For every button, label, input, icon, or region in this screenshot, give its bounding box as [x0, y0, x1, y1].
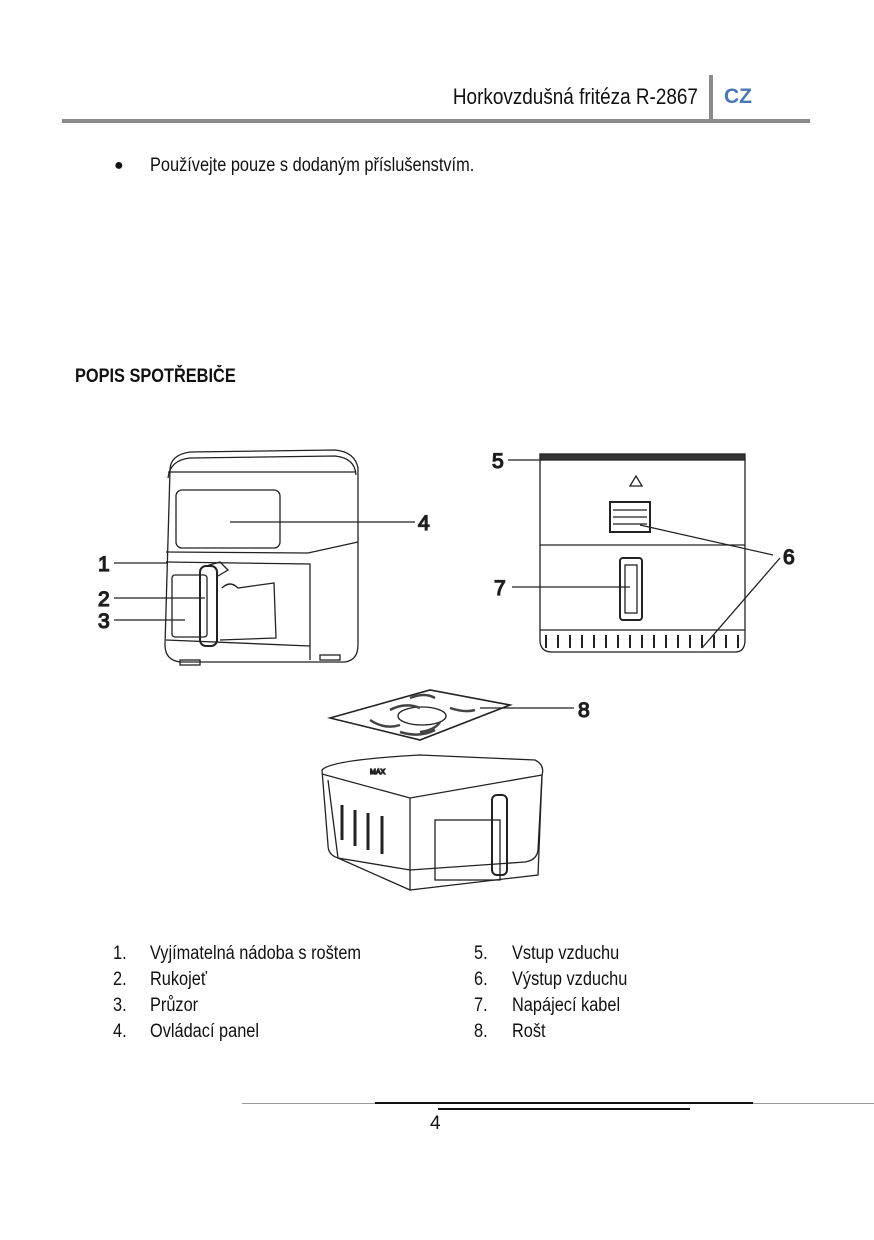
- callout-lines: [114, 459, 781, 709]
- item-label: Vstup vzduchu: [512, 943, 620, 964]
- document-header-title: Horkovzdušná fritéza R-2867: [413, 84, 698, 110]
- item-label: Napájecí kabel: [512, 995, 621, 1016]
- item-label: Ovládací panel: [150, 1021, 260, 1042]
- item-label: Rošt: [512, 1021, 546, 1042]
- max-mark: MAX: [370, 769, 386, 776]
- bullet-icon: ●: [114, 157, 124, 174]
- item-number: 4.: [113, 1021, 127, 1042]
- callout-6: 6: [783, 546, 795, 569]
- item-number: 3.: [113, 995, 127, 1016]
- item-number: 8.: [474, 1021, 488, 1042]
- page-number: 4: [430, 1113, 441, 1134]
- bullet-text: Používejte pouze s dodaným příslušenství…: [150, 155, 527, 177]
- section-heading: POPIS SPOTŘEBIČE: [75, 366, 262, 388]
- callout-3: 3: [98, 610, 110, 633]
- item-number: 5.: [474, 943, 488, 964]
- bullet-text-content: Používejte pouze s dodaným příslušenství…: [150, 155, 475, 176]
- callout-2: 2: [98, 588, 110, 611]
- item-label: Vyjímatelná nádoba s roštem: [150, 943, 362, 964]
- section-heading-text: POPIS SPOTŘEBIČE: [75, 366, 236, 387]
- fryer-back-illustration: [539, 453, 746, 653]
- callout-8: 8: [578, 699, 590, 722]
- item-number: 7.: [474, 995, 488, 1016]
- basket-illustration: MAX: [321, 754, 544, 891]
- callout-4: 4: [418, 512, 430, 535]
- item-label: Průzor: [150, 995, 199, 1016]
- item-number: 1.: [113, 943, 127, 964]
- language-code: CZ: [724, 85, 752, 108]
- item-label: Rukojeť: [150, 969, 208, 990]
- fryer-front-illustration: [164, 449, 359, 666]
- callout-5: 5: [492, 450, 504, 473]
- header-title-text: Horkovzdušná fritéza R-2867: [452, 84, 698, 109]
- rack-illustration: [326, 689, 513, 741]
- footer-rule: [438, 1108, 690, 1110]
- footer-rule: [375, 1102, 753, 1104]
- callout-1: 1: [98, 553, 110, 576]
- item-number: 2.: [113, 969, 127, 990]
- header-divider: [709, 75, 713, 121]
- item-number: 6.: [474, 969, 488, 990]
- callout-7: 7: [494, 577, 506, 600]
- appliance-diagram: MAX 1 2 3 4 5 6 7 8: [97, 449, 795, 891]
- item-label: Výstup vzduchu: [512, 969, 628, 990]
- header-rule: [62, 119, 810, 123]
